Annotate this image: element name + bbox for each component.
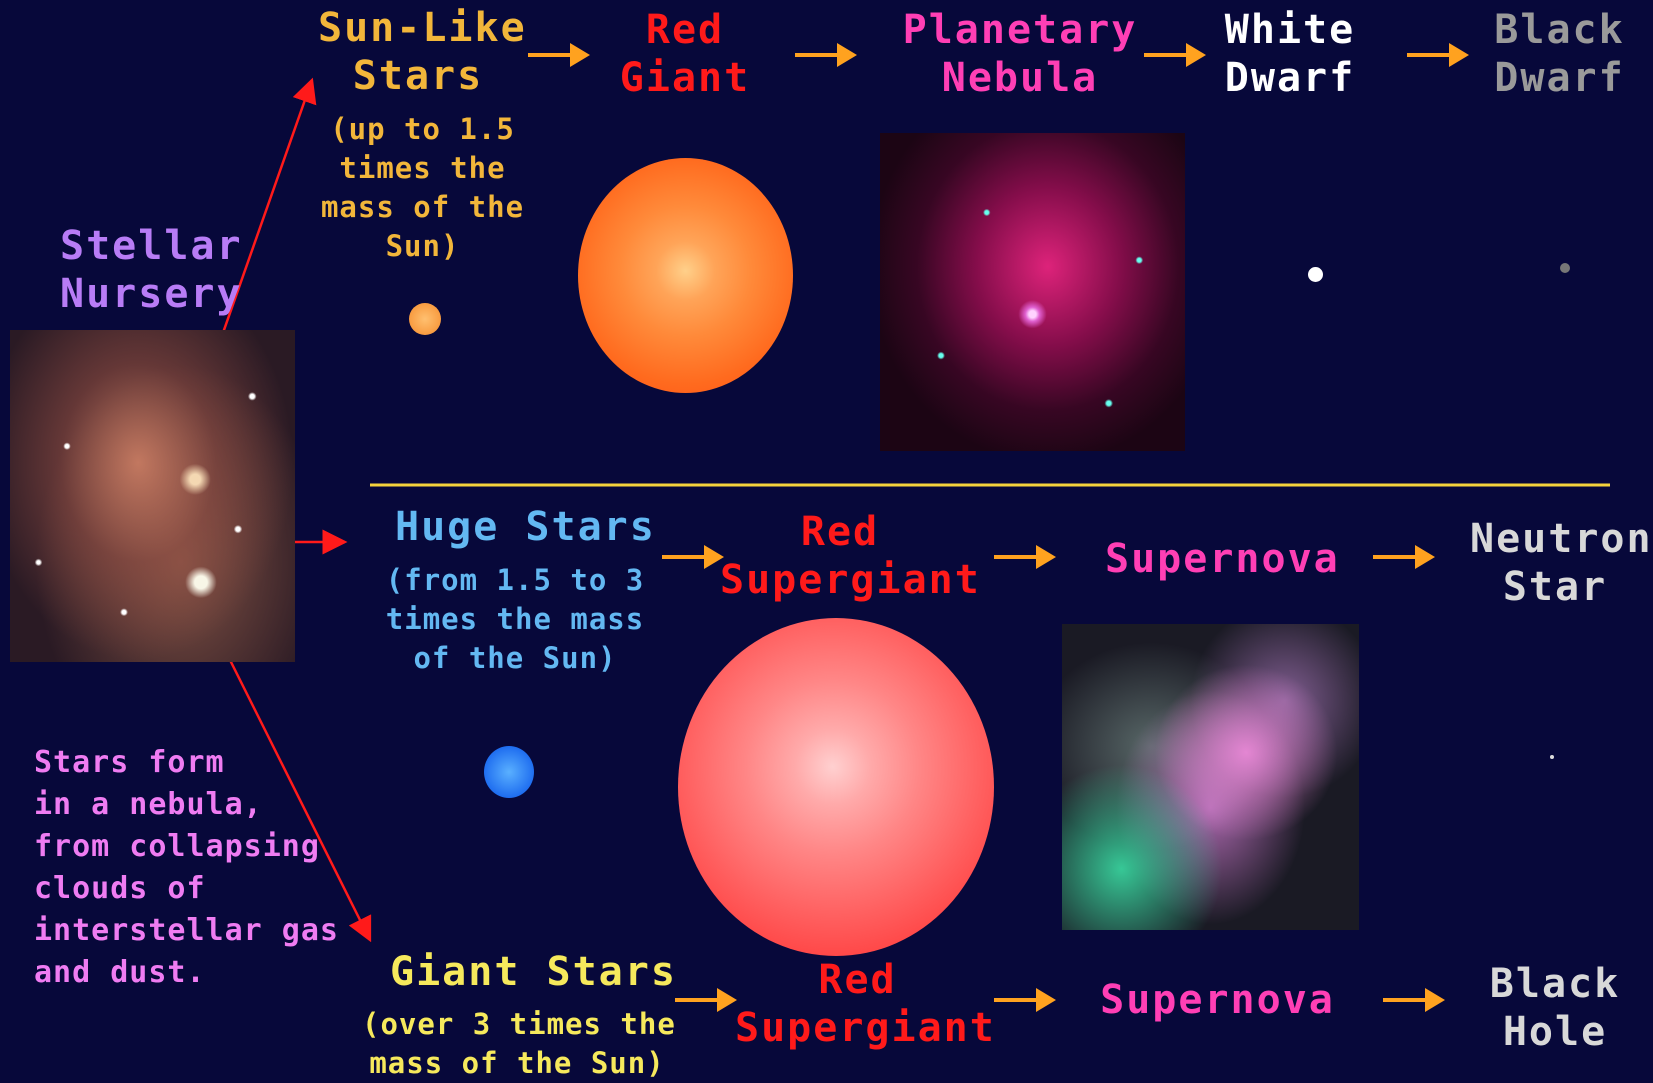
sun-like-title: Sun-Like Stars <box>318 5 527 99</box>
stellar-nursery-image <box>10 330 295 662</box>
stage-supernova-2-label: Supernova <box>1100 977 1335 1023</box>
flow-arrow-icon <box>528 43 590 67</box>
nursery-caption: Stars form in a nebula, from collapsing … <box>34 745 339 990</box>
stage-planetary-nebula-label: Planetary Nebula <box>902 7 1138 101</box>
stage-red-supergiant-label: Red Supergiant <box>720 509 981 603</box>
stage-red-supergiant-2-label: Red Supergiant <box>735 957 996 1051</box>
huge-stars-subtitle: (from 1.5 to 3 times the mass of the Sun… <box>385 563 645 676</box>
giant-stars-subtitle: (over 3 times the mass of the Sun) <box>362 1007 676 1081</box>
flow-arrow-icon <box>795 43 857 67</box>
flow-arrow-icon <box>1373 545 1435 569</box>
flow-arrow-icon <box>994 988 1056 1012</box>
stage-black-hole-label: Black Hole <box>1489 961 1621 1055</box>
flow-arrow-icon <box>662 545 724 569</box>
nursery-title: Stellar Nursery <box>60 223 243 317</box>
sun-like-star <box>409 303 441 335</box>
giant-stars-title: Giant Stars <box>390 949 677 995</box>
flow-arrow-icon <box>675 988 737 1012</box>
planetary-nebula-image <box>880 133 1185 451</box>
stage-supernova-label: Supernova <box>1105 536 1340 582</box>
flow-arrow-icon <box>1407 43 1469 67</box>
flow-arrow-icon <box>1383 988 1445 1012</box>
black-dwarf-star <box>1560 263 1570 273</box>
flow-arrow-icon <box>994 545 1056 569</box>
stage-red-giant-label: Red Giant <box>619 7 751 101</box>
sun-like-subtitle: (up to 1.5 times the mass of the Sun) <box>320 112 525 264</box>
huge-star <box>484 746 534 798</box>
stage-white-dwarf-label: White Dwarf <box>1224 7 1356 101</box>
white-dwarf-star <box>1308 267 1323 282</box>
flow-arrow-icon <box>1144 43 1206 67</box>
stage-black-dwarf-label: Black Dwarf <box>1494 7 1625 101</box>
red-supergiant-star <box>678 618 994 956</box>
supernova-image <box>1062 624 1359 930</box>
huge-stars-title: Huge Stars <box>395 504 656 550</box>
neutron-star <box>1550 755 1554 759</box>
red-giant-star <box>578 158 793 393</box>
stage-neutron-star-label: Neutron Star <box>1470 516 1653 610</box>
